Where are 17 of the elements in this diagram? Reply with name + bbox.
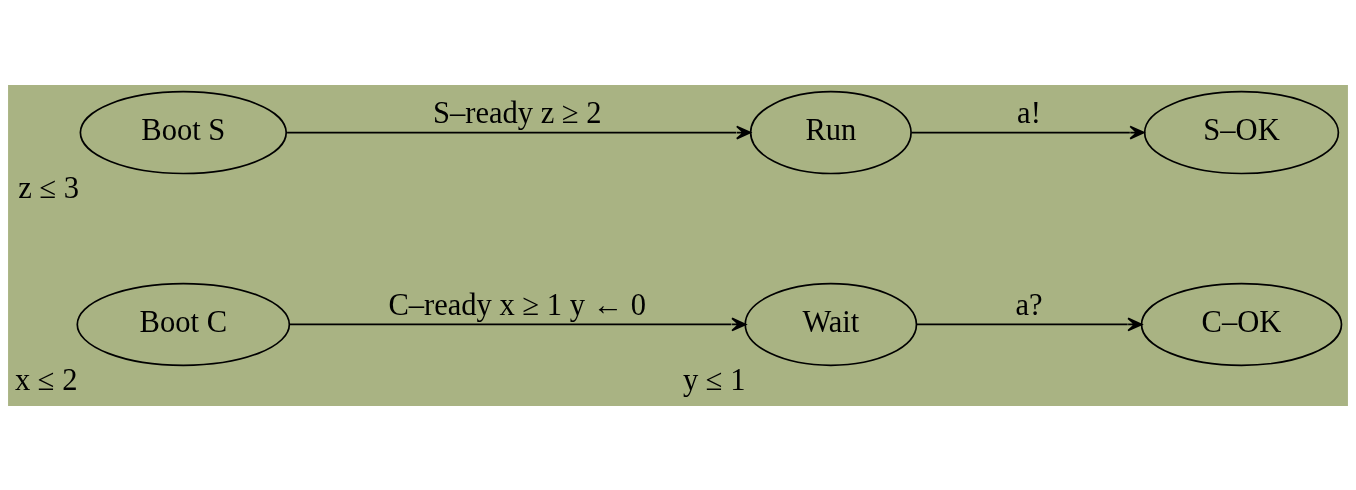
node-label: x ≤ 2 [14, 362, 78, 397]
arrow [915, 316, 1143, 331]
node-label: y ≤ 1 [682, 362, 746, 397]
arrow [910, 125, 1145, 140]
node-ellipse: Boot S [79, 90, 288, 174]
node-label: z ≤ 3 [18, 170, 80, 205]
edge-label: C–ready x ≥ 1 y ← 0 [388, 287, 647, 322]
edge-label: a! [1017, 95, 1041, 130]
node-ellipse: Run [749, 90, 912, 174]
node-ellipse: S–OK [1143, 90, 1340, 174]
node-ellipse: Boot C [76, 282, 291, 366]
edge-label: S–ready z ≥ 2 [432, 95, 602, 130]
node-ellipse: Wait [744, 282, 918, 366]
arrow [288, 316, 747, 331]
node-ellipse: C–OK [1140, 282, 1343, 366]
edge-label: a? [1015, 287, 1043, 322]
arrow [286, 125, 752, 140]
